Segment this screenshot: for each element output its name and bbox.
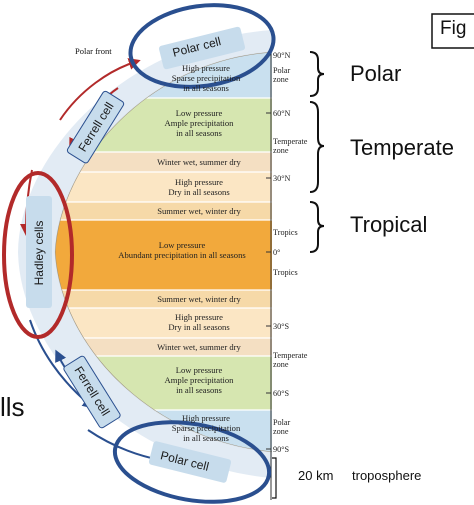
band-summer-wet-south [55,290,272,308]
zone-polar-north: Polar zone [273,66,291,84]
bracket-label-temperate: Temperate [350,135,454,160]
zone-tropics-south: Tropics [273,268,298,277]
left-text-fragment: lls [0,392,25,422]
bracket-label-tropical: Tropical [350,212,428,237]
band-label-winter-wet-south: Winter wet, summer dry [157,342,241,352]
band-tropical [55,220,272,290]
band-winter-wet-south [55,338,272,356]
band-dry-south [55,308,272,338]
zone-tropics-north: Tropics [273,228,298,237]
zone-temperate-south: Temperate zone [273,351,308,369]
polar-cell-north-ring [128,3,276,89]
ferrell-cell-north-box [66,90,125,164]
band-winter-wet-north [55,152,272,172]
figure-tab: Fig [440,18,467,39]
latitude-60s: 60°S [273,389,290,398]
polar-front-label: Polar front [75,46,112,56]
figure-tab-box [431,13,474,49]
polar-cell-north-box [158,26,246,70]
band-label-winter-wet-north: Winter wet, summer dry [157,157,241,167]
band-label-tropical: Low pressure Abundant precipitation in a… [118,240,246,260]
band-label-summer-wet-south: Summer wet, winter dry [157,294,241,304]
hadley-cells-label: Hadley cells [32,220,46,286]
scale-layer: troposphere [352,468,422,483]
latitude-90s: 90°S [273,445,290,454]
band-label-polar-north: High pressure Sparse precipitation in al… [171,63,241,93]
ferrell-cell-south-box [63,355,121,429]
polar-cell-south-ring [112,420,272,504]
bracket-label-polar: Polar [350,61,402,86]
scale-height: 20 km [298,468,334,483]
polar-bracket [309,51,325,97]
hadley-cells-ring [2,171,74,339]
latitude-equator: 0° [273,248,281,257]
temperate-bracket [309,101,325,193]
latitude-30n: 30°N [273,174,291,183]
band-label-temperate-north: Low pressure Ample precipitation in all … [164,108,234,138]
band-summer-wet-north [55,202,272,220]
tropical-bracket [309,201,325,253]
hadley-cells-box [26,196,52,308]
latitude-60n: 60°N [273,109,291,118]
band-label-dry-north: High pressure Dry in all seasons [168,177,230,197]
scale-bracket [272,457,277,499]
latitude-90n: 90°N [273,51,291,60]
latitude-30s: 30°S [273,322,290,331]
band-label-temperate-south: Low pressure Ample precipitation in all … [164,365,234,395]
band-label-polar-south: High pressure Sparse precipitation in al… [171,413,241,443]
zone-polar-south: Polar zone [273,418,291,436]
zone-temperate-north: Temperate zone [273,137,308,155]
band-dry-north [55,172,272,202]
band-label-dry-south: High pressure Dry in all seasons [168,312,230,332]
band-label-summer-wet-north: Summer wet, winter dry [157,206,241,216]
polar-cell-south-box [148,441,232,483]
zone-brackets [309,51,325,253]
